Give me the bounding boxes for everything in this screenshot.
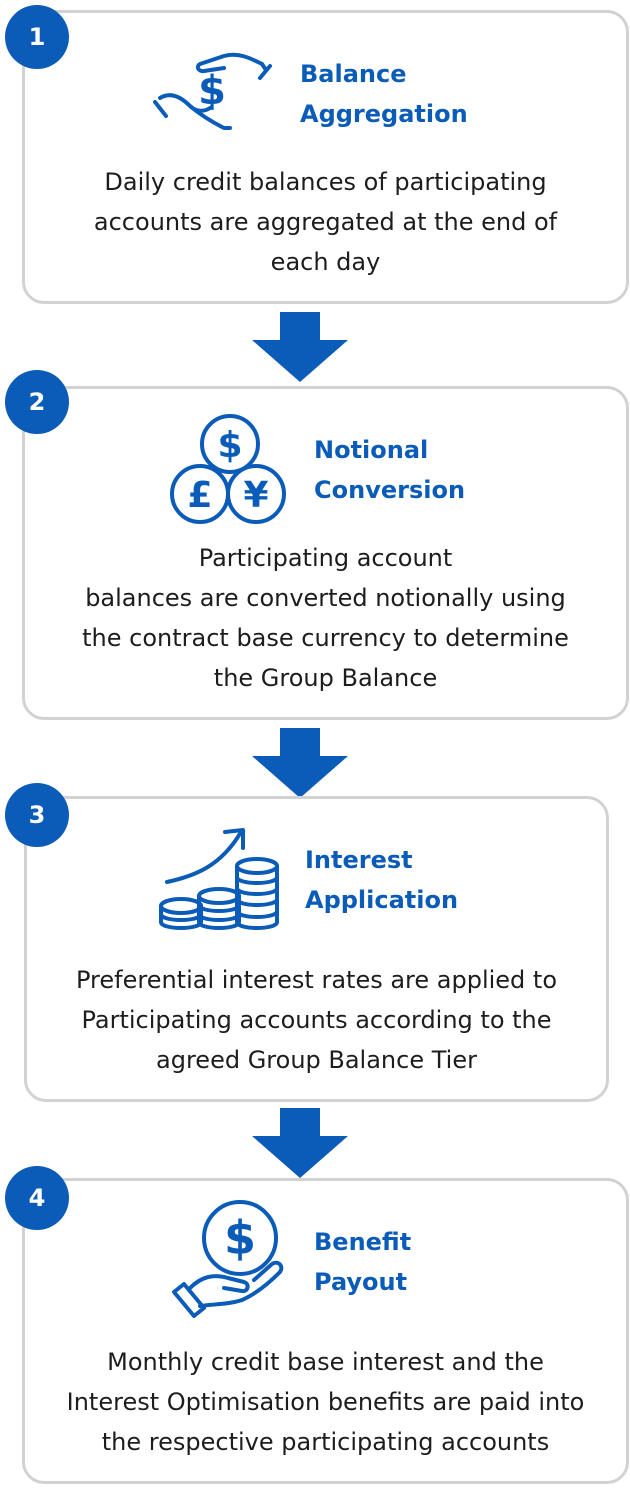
- step-4-desc-line-2: Interest Optimisation benefits are paid …: [66, 1388, 585, 1416]
- step-4-desc-line-3: the respective participating accounts: [101, 1428, 550, 1456]
- step-2-badge: 2: [5, 370, 69, 434]
- money-exchange-hands-icon: $: [153, 52, 272, 130]
- currency-coins-icon: $ £ ¥: [170, 414, 286, 524]
- step-1-desc-line-2: accounts are aggregated at the end of: [93, 208, 558, 236]
- step-2-title-line-2: Conversion: [314, 476, 466, 504]
- step-2-card: [22, 386, 629, 720]
- svg-text:£: £: [187, 475, 212, 516]
- step-1-description: Daily credit balances of participating a…: [24, 162, 627, 282]
- step-1-badge: 1: [5, 5, 69, 69]
- step-3-card: [24, 796, 609, 1102]
- step-4-badge: 4: [5, 1166, 69, 1230]
- step-3-badge: 3: [5, 783, 69, 847]
- step-3-title: Interest Application: [305, 840, 458, 920]
- hand-holding-dollar-icon: $: [172, 1200, 284, 1318]
- step-1-title-line-2: Aggregation: [300, 100, 468, 128]
- step-2-desc-line-4: the Group Balance: [213, 664, 438, 692]
- step-2-desc-line-3: the contract base currency to determine: [82, 624, 569, 652]
- step-4-title-line-2: Payout: [314, 1268, 408, 1296]
- step-1-title-line-1: Balance: [300, 60, 407, 88]
- step-3-title-line-1: Interest: [305, 846, 413, 874]
- step-4-card: [22, 1178, 629, 1484]
- step-1-title: Balance Aggregation: [300, 54, 468, 134]
- step-4-description: Monthly credit base interest and the Int…: [24, 1342, 627, 1462]
- step-4-title: Benefit Payout: [314, 1222, 411, 1302]
- step-3-desc-line-3: agreed Group Balance Tier: [156, 1046, 477, 1074]
- step-2-title-line-1: Notional: [314, 436, 429, 464]
- step-3-desc-line-2: Participating accounts according to the: [81, 1006, 552, 1034]
- down-arrow-icon: [252, 728, 348, 798]
- svg-text:¥: ¥: [243, 475, 268, 516]
- svg-text:$: $: [224, 1211, 256, 1265]
- step-3-description: Preferential interest rates are applied …: [26, 960, 607, 1080]
- step-4-title-line-1: Benefit: [314, 1228, 412, 1256]
- step-4-desc-line-1: Monthly credit base interest and the: [107, 1348, 544, 1376]
- step-1-card: [22, 10, 629, 304]
- step-2-desc-line-2: balances are converted notionally using: [85, 584, 566, 612]
- svg-text:$: $: [217, 425, 242, 466]
- step-3-title-line-2: Application: [305, 886, 459, 914]
- step-2-description: Participating account balances are conve…: [24, 538, 627, 698]
- down-arrow-icon: [252, 1108, 348, 1178]
- down-arrow-icon: [252, 312, 348, 382]
- step-1-desc-line-3: each day: [270, 248, 381, 276]
- step-1-desc-line-1: Daily credit balances of participating: [104, 168, 547, 196]
- svg-text:$: $: [198, 68, 226, 114]
- step-2-desc-line-1: Participating account: [198, 544, 453, 572]
- step-2-title: Notional Conversion: [314, 430, 465, 510]
- coin-stacks-growth-icon: [159, 828, 279, 930]
- step-3-desc-line-1: Preferential interest rates are applied …: [75, 966, 558, 994]
